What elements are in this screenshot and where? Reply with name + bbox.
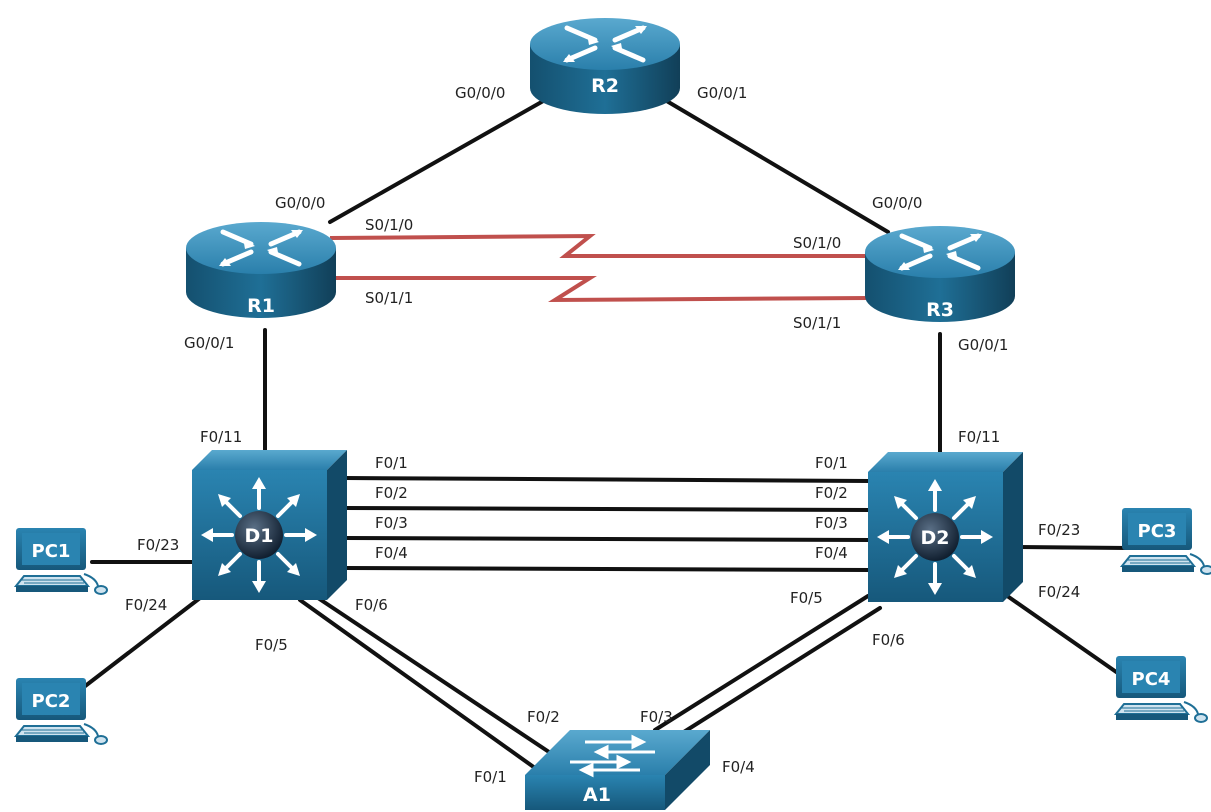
port-label: F0/4 [815,544,848,562]
port-label: F0/6 [355,596,388,614]
device-label-r2: R2 [591,75,619,97]
serial-link-s011 [330,276,871,303]
port-label: F0/6 [872,631,905,649]
link-d2-pc3 [1016,545,1130,550]
port-label: F0/1 [375,454,408,472]
router-r3[interactable]: R3 [865,226,1015,322]
port-label: G0/0/1 [184,334,234,352]
device-label-pc2: PC2 [32,691,71,712]
port-label: G0/0/0 [455,84,505,102]
port-label: G0/0/0 [275,194,325,212]
port-label: F0/11 [958,428,1000,446]
device-label-pc1: PC1 [32,541,71,562]
port-label: F0/2 [375,484,408,502]
port-label: S0/1/0 [365,216,413,234]
switch-front [525,775,665,810]
port-label: F0/24 [1038,583,1080,601]
port-label: F0/1 [474,768,507,786]
link-d1-pc2 [78,596,202,692]
link-d1-d2-f03 [343,536,872,542]
port-label: F0/3 [815,514,848,532]
port-label: F0/1 [815,454,848,472]
port-label: F0/2 [815,484,848,502]
link-d1-d2-f04 [343,566,872,572]
device-label-d1: D1 [245,525,274,547]
port-labels: G0/0/0 G0/0/1 G0/0/0 S0/1/0 S0/1/1 G0/0/… [125,84,1080,786]
link-r1-r2 [328,98,547,224]
port-label: F0/5 [790,589,823,607]
port-label: G0/0/1 [697,84,747,102]
port-label: F0/3 [640,708,673,726]
link-d2-pc4 [1001,591,1124,678]
device-label-r1: R1 [247,295,275,317]
port-label: F0/3 [375,514,408,532]
port-label: G0/0/0 [872,194,922,212]
pc-pc4[interactable]: PC4 [1115,655,1208,723]
port-label: F0/24 [125,596,167,614]
link-d2-a1-f05 [653,594,870,732]
switch-a1[interactable]: A1 [525,730,710,810]
link-d2-a1-f06 [666,606,882,744]
device-label-r3: R3 [926,299,954,321]
port-label: F0/5 [255,636,288,654]
link-r2-r3 [663,98,890,234]
device-label-d2: D2 [921,527,950,549]
port-label: S0/1/0 [793,234,841,252]
router-r2[interactable]: R2 [530,18,680,114]
multilayer-switch-d1[interactable]: D1 [190,448,349,602]
port-label: F0/11 [200,428,242,446]
port-label: G0/0/1 [958,336,1008,354]
device-label-a1: A1 [583,784,611,806]
port-label: F0/2 [527,708,560,726]
links [78,98,1130,770]
link-d1-a1-f05 [298,598,537,770]
port-label: F0/4 [375,544,408,562]
pc-pc3[interactable]: PC3 [1121,507,1211,575]
device-label-pc3: PC3 [1138,521,1177,542]
port-label: F0/4 [722,758,755,776]
link-d1-d2-f02 [343,506,872,512]
switch-arrows [570,734,655,778]
pc-pc2[interactable]: PC2 [15,677,108,745]
port-label: S0/1/1 [365,289,413,307]
port-label: S0/1/1 [793,314,841,332]
multilayer-switch-d2[interactable]: D2 [866,450,1025,604]
router-icon [530,18,680,114]
port-label: F0/23 [1038,521,1080,539]
device-label-pc4: PC4 [1132,669,1171,690]
link-d1-a1-f06 [316,596,554,756]
pc-pc1[interactable]: PC1 [15,527,108,595]
switch-side [665,730,710,810]
router-r1[interactable]: R1 [186,222,336,318]
serial-link-s010 [329,233,870,258]
port-label: F0/23 [137,536,179,554]
link-d1-d2-f01 [343,476,872,483]
